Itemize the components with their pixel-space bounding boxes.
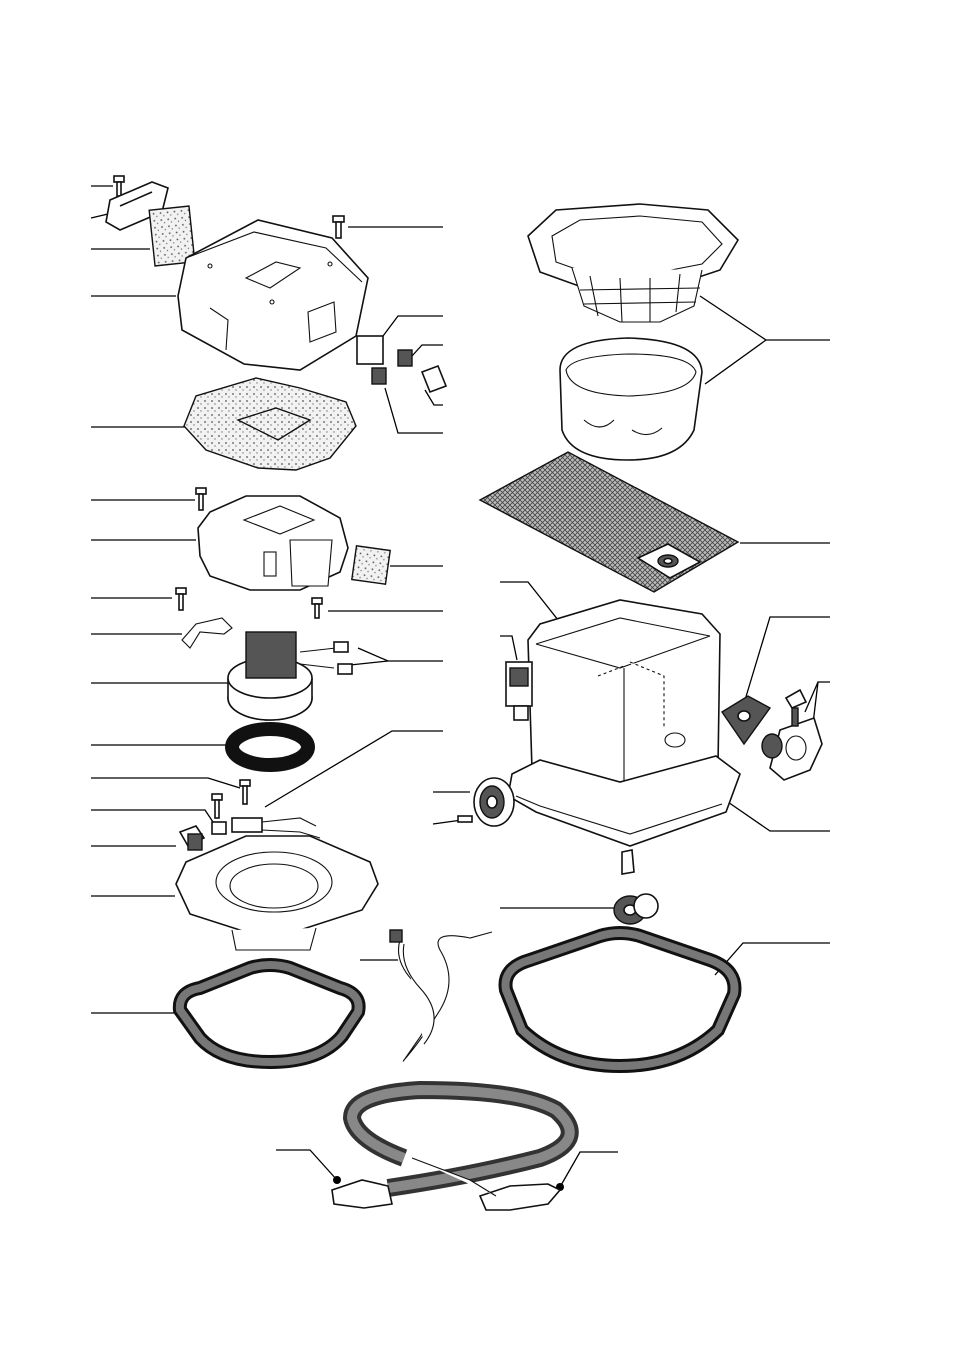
motor-base <box>175 835 379 951</box>
leader-line <box>357 647 443 662</box>
filter-basket <box>527 203 740 323</box>
screw <box>175 587 187 611</box>
leader-line <box>384 387 443 434</box>
leader-line <box>349 660 389 666</box>
switch-cover <box>420 364 448 394</box>
hose-inlet <box>761 716 823 781</box>
leader-line <box>424 389 443 406</box>
cloth-filter <box>559 337 703 461</box>
lid-gasket-inner <box>175 961 363 1067</box>
leader-line <box>500 635 518 661</box>
sound-foam-plate <box>183 377 357 471</box>
screw <box>311 597 323 619</box>
leader-line <box>91 777 241 789</box>
leader-line <box>91 809 214 823</box>
filter-foam-small <box>351 545 391 585</box>
tank-gasket-inner <box>501 929 739 1071</box>
connector-wires <box>261 817 321 839</box>
screw <box>113 175 125 197</box>
terminal-block <box>231 817 263 833</box>
filter-foam-small <box>148 205 196 267</box>
leader-line <box>699 295 830 341</box>
screw <box>239 779 251 805</box>
screw <box>211 793 223 819</box>
switch-plate <box>356 335 384 365</box>
leader-line <box>264 730 443 808</box>
vacuum-motor <box>227 631 353 721</box>
suction-hose <box>331 1080 579 1211</box>
collection-tank <box>527 599 721 813</box>
rocker-switch <box>397 349 413 367</box>
paper-filter-bag <box>478 451 740 593</box>
leader-line <box>744 616 830 701</box>
rear-wheel <box>473 777 515 827</box>
latch-clip <box>505 661 533 721</box>
leader-line <box>724 799 830 832</box>
screw <box>195 487 207 511</box>
leader-line <box>559 1151 618 1188</box>
motor-gasket <box>225 722 315 772</box>
wire-clip <box>181 617 233 649</box>
hose-end-dot <box>333 1176 341 1184</box>
wing-nut <box>784 688 808 727</box>
leader-line <box>432 819 463 825</box>
power-cord <box>389 929 493 1062</box>
leader-line <box>411 344 443 357</box>
motor-housing <box>197 495 349 591</box>
screw <box>332 215 345 239</box>
leader-line <box>704 339 767 385</box>
cable-strain-relief <box>178 825 206 851</box>
leader-line <box>379 315 443 341</box>
left-leader-lines <box>90 185 241 1014</box>
wheel-axle <box>457 815 473 823</box>
center-leader-lines <box>264 226 618 1188</box>
leader-line <box>276 1149 338 1181</box>
castor-wheel <box>613 849 659 925</box>
inlet-gasket <box>721 695 772 746</box>
tank-base <box>507 755 741 847</box>
leader-line <box>90 213 109 219</box>
motor-cover-lid <box>177 219 369 371</box>
clamp <box>211 821 227 835</box>
rocker-switch <box>371 367 387 385</box>
